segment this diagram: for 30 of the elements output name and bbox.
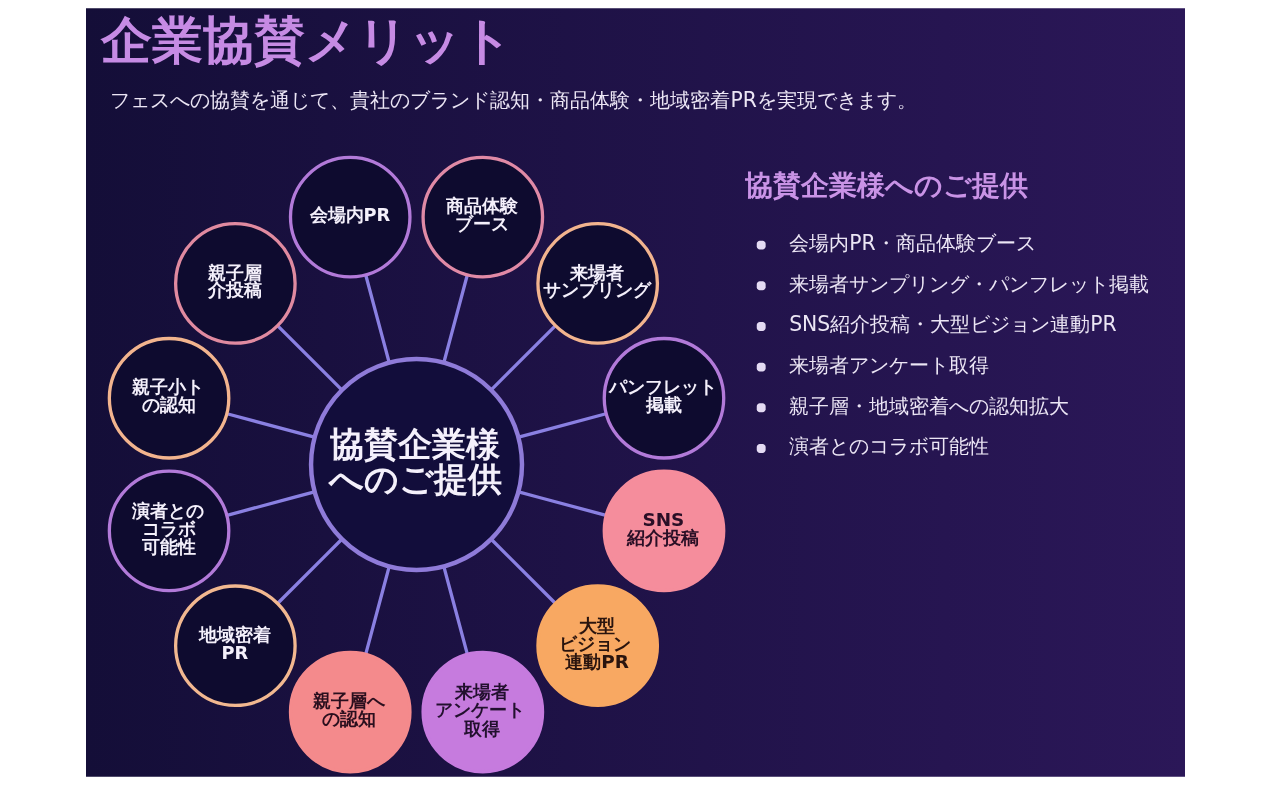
label: 演者とのコラボ可能性	[788, 434, 989, 459]
node-circle: 親子層介投稿	[173, 222, 297, 345]
label: 会場内PR・商品体験ブース	[788, 230, 1036, 255]
connector	[363, 566, 391, 655]
label: 来場者サンプリング・パンフレット掲載	[788, 271, 1149, 296]
connector	[441, 566, 469, 655]
connector	[363, 274, 391, 363]
node-circle: 親子層への認知	[288, 650, 412, 774]
label: 親子層・地域密着への認知拡大	[788, 393, 1069, 418]
label: 協賛企業様へのご提供	[744, 169, 1028, 203]
connector	[276, 324, 343, 391]
connector	[489, 538, 556, 605]
node-circle: 会場内PR	[288, 155, 412, 279]
node-circle: 地域密着PR	[173, 584, 297, 708]
node-circle: 協賛企業様へのご提供	[308, 356, 524, 573]
label: SNS紹介投稿・大型ビジョン連動PR	[788, 312, 1117, 337]
connector	[489, 324, 556, 391]
node-circle: 大型ビジョン連動PR	[535, 584, 659, 708]
node-circle: 来場者サンプリング	[535, 222, 659, 345]
node-circle: 商品体験ブース	[420, 155, 544, 279]
connector	[441, 274, 469, 363]
node-circle: 演者とのコラボ可能性	[107, 469, 230, 593]
node-circle: パンフレット掲載	[602, 336, 725, 460]
label: 来場者アンケート取得	[788, 352, 989, 377]
connector	[276, 538, 343, 605]
node-circle: SNS紹介投稿	[602, 469, 725, 593]
node-circle: 親子小トの認知	[107, 336, 230, 460]
node-circle: 来場者アンケート取得	[420, 650, 544, 774]
label: フェスへの協賛を通じて、貴社のブランド認知・商品体験・地域密着PRを実現できます。	[109, 88, 917, 113]
diagram-title: 企業協賛メリット	[100, 10, 513, 70]
